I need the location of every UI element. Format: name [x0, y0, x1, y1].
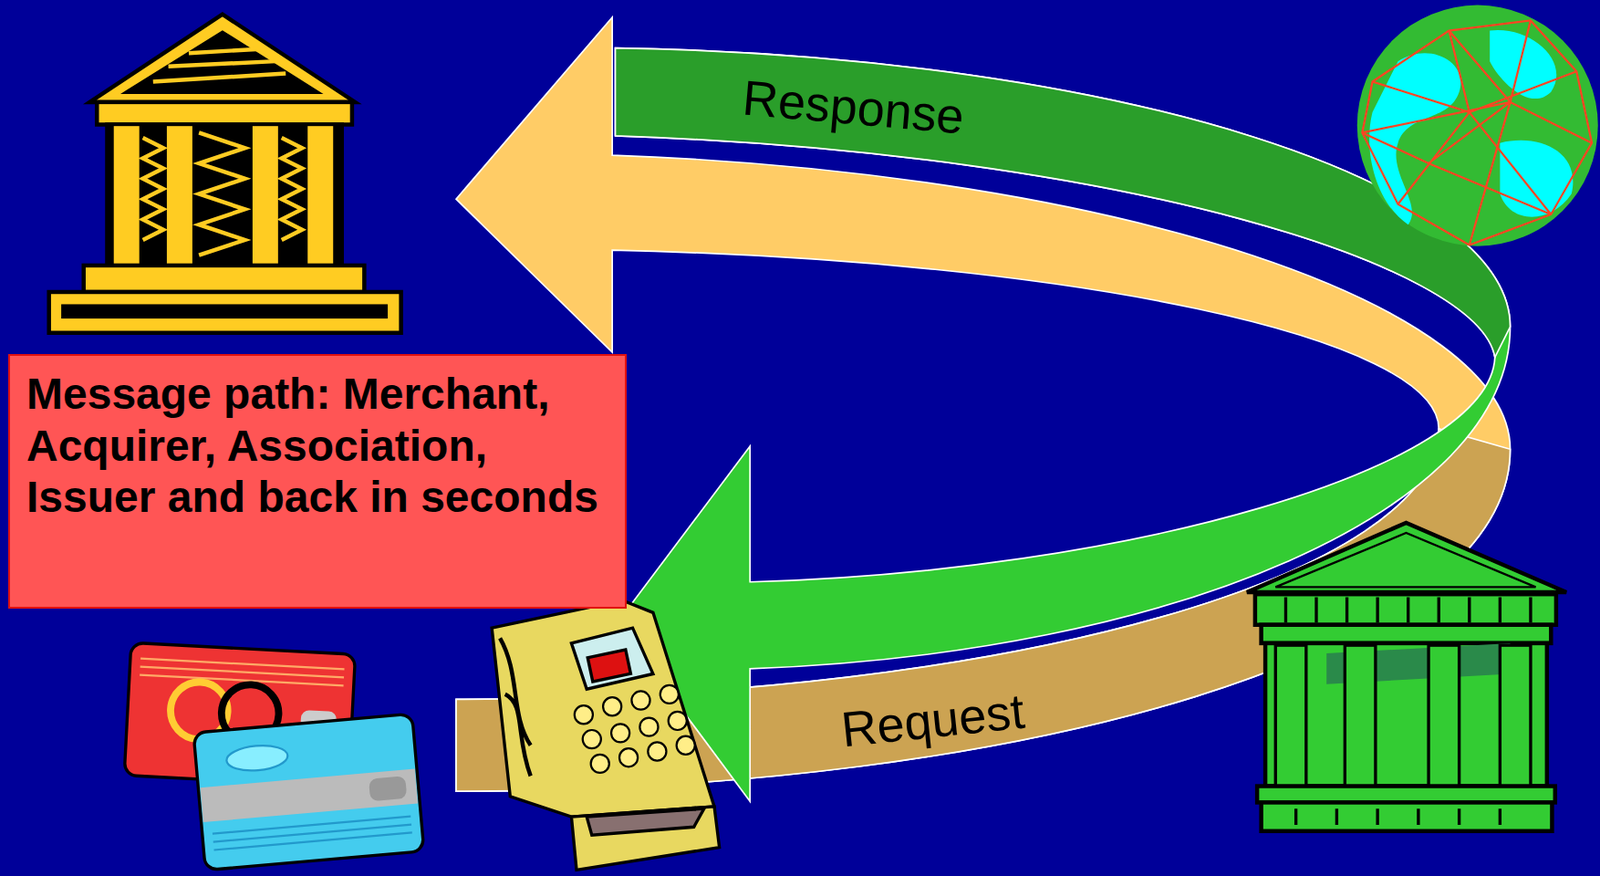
globe-land — [1369, 30, 1573, 225]
bank-zigzag — [143, 132, 303, 255]
bank-dentils — [1285, 597, 1530, 624]
acquirer-bank-icon — [1246, 522, 1567, 832]
bank-step — [1257, 786, 1556, 803]
bank-step — [83, 265, 365, 292]
message-box: Message path: Merchant, Acquirer, Associ… — [8, 353, 627, 609]
bank-base — [1261, 801, 1553, 831]
bank-roof — [89, 14, 355, 103]
globe-icon — [1357, 5, 1599, 247]
blue-card-lines — [212, 816, 413, 851]
register-display — [587, 649, 631, 682]
cash-register-icon — [491, 600, 719, 870]
blue-card-stripe — [200, 768, 418, 822]
bank-interior — [106, 124, 342, 266]
card-chip — [368, 775, 407, 801]
bank-interior — [1265, 643, 1548, 787]
register-top — [571, 627, 653, 689]
blue-card-logo — [225, 742, 289, 773]
message-text: Message path: Merchant, Acquirer, Associ… — [26, 368, 609, 524]
bank-base — [49, 291, 402, 333]
credit-cards-icon — [124, 642, 425, 870]
register-drawer — [571, 806, 719, 870]
bank-roof-inner — [1275, 532, 1536, 587]
register-keys — [574, 685, 696, 773]
bank-base-shadow — [61, 303, 388, 319]
bank-entablature — [96, 102, 353, 125]
register-drawer-tray — [586, 808, 705, 835]
blue-card — [193, 713, 425, 870]
issuer-bank-icon — [49, 14, 402, 333]
bank-roof-inner — [127, 32, 317, 93]
register-body — [491, 600, 715, 817]
register-trim — [499, 637, 531, 776]
bank-roof — [1246, 522, 1567, 593]
red-card-stripes — [139, 658, 344, 686]
bank-columns — [1275, 644, 1531, 786]
bank-columns — [112, 124, 335, 266]
bank-roof-stripes — [153, 49, 286, 83]
globe-sphere — [1357, 5, 1599, 247]
bank-base-marks — [1296, 808, 1501, 825]
bank-frieze — [1261, 624, 1552, 644]
globe-grid — [1361, 20, 1592, 245]
bank-entablature — [1255, 593, 1557, 625]
